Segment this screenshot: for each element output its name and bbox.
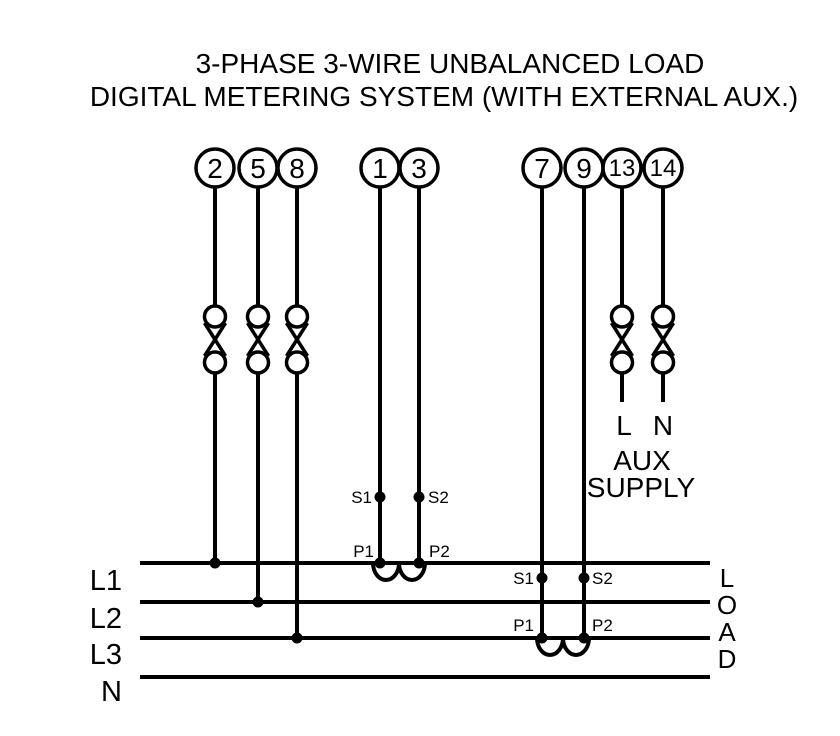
terminal-circle (276, 147, 318, 189)
fuse-5 (245, 304, 271, 375)
terminal-number: 1 (372, 153, 388, 184)
fuse-8 (284, 304, 310, 375)
terminal-number: 13 (609, 155, 636, 182)
ct2-p2-dot (578, 632, 590, 644)
terminal-14: 14 (642, 147, 684, 189)
ct2-s2-label: S2 (592, 569, 613, 588)
fuse-top-circle (245, 304, 271, 329)
fuse-bottom-circle (650, 350, 676, 375)
aux-supply: L N AUX SUPPLY (587, 410, 696, 503)
tap-dot-l1 (209, 557, 221, 569)
fuse-top-circle (202, 304, 228, 329)
load-letter-a: A (718, 617, 736, 647)
ct2-s1-label: S1 (513, 569, 534, 588)
terminal-number: 9 (576, 153, 592, 184)
aux-title-line1: AUX (613, 445, 671, 476)
ct1-p1-label: P1 (353, 542, 374, 561)
bus-label-n: N (101, 676, 122, 708)
terminal-5: 5 (237, 147, 279, 189)
fuse-2 (202, 304, 228, 375)
fuse-top-circle (609, 304, 635, 329)
ct1-s2-dot (413, 491, 425, 503)
terminal-2: 2 (194, 147, 236, 189)
ct2-p2-label: P2 (592, 616, 613, 635)
ct1-primary-winding (371, 562, 427, 582)
terminal-circle (194, 147, 236, 189)
terminal-number: 3 (411, 153, 427, 184)
fuse-14 (650, 304, 676, 375)
ct2-p1-label: P1 (513, 616, 534, 635)
fuse-bottom-circle (609, 350, 635, 375)
ct2-primary-winding (535, 637, 591, 657)
diagram-title-line2: DIGITAL METERING SYSTEM (WITH EXTERNAL A… (90, 81, 798, 112)
load-letter-d: D (718, 644, 737, 674)
terminal-circle (398, 147, 440, 189)
load-letter-o: O (717, 590, 737, 620)
load-label: L O A D (717, 563, 737, 674)
tap-dot-l2 (252, 596, 264, 608)
terminal-13: 13 (601, 147, 643, 189)
ct1-s2-label: S2 (428, 488, 449, 507)
wires (213, 187, 665, 638)
terminal-3: 3 (398, 147, 440, 189)
fuse-top-circle (650, 304, 676, 329)
tap-dot-l3 (291, 632, 303, 644)
ct1-s1-dot (374, 491, 386, 503)
terminal-9: 9 (563, 147, 605, 189)
terminal-circle (601, 147, 643, 189)
terminal-number: 2 (207, 153, 223, 184)
bus-lines: L1 L2 L3 N (90, 561, 710, 708)
ct2-s1-dot (536, 572, 548, 584)
terminal-number: 14 (650, 155, 677, 182)
bus-label-l3: L3 (90, 639, 122, 671)
ct1-p2-dot (413, 557, 425, 569)
fuse-bottom-circle (245, 350, 271, 375)
terminal-number: 8 (289, 153, 305, 184)
load-letter-l: L (720, 563, 734, 593)
terminal-number: 7 (534, 153, 550, 184)
ct1-s1-label: S1 (351, 488, 372, 507)
terminal-7: 7 (521, 147, 563, 189)
ct1: S1 S2 P1 P2 (351, 488, 450, 582)
terminal-circle (642, 147, 684, 189)
aux-n-label: N (653, 410, 673, 441)
terminal-circle (521, 147, 563, 189)
fuse-bottom-circle (202, 350, 228, 375)
fuse-top-circle (284, 304, 310, 329)
aux-l-label: L (616, 410, 632, 441)
aux-title-line2: SUPPLY (587, 472, 696, 503)
ct2-s2-dot (578, 572, 590, 584)
bus-label-l2: L2 (90, 603, 122, 635)
terminal-number: 5 (250, 153, 266, 184)
diagram-title-line1: 3-PHASE 3-WIRE UNBALANCED LOAD (196, 48, 705, 79)
terminal-1: 1 (359, 147, 401, 189)
bus-label-l1: L1 (90, 565, 122, 597)
terminal-8: 8 (276, 147, 318, 189)
ct1-p2-label: P2 (429, 542, 450, 561)
ct2: S1 S2 P1 P2 (513, 569, 613, 657)
fuse-13 (609, 304, 635, 375)
ct2-p1-dot (536, 632, 548, 644)
fuse-bottom-circle (284, 350, 310, 375)
ct1-p1-dot (374, 557, 386, 569)
